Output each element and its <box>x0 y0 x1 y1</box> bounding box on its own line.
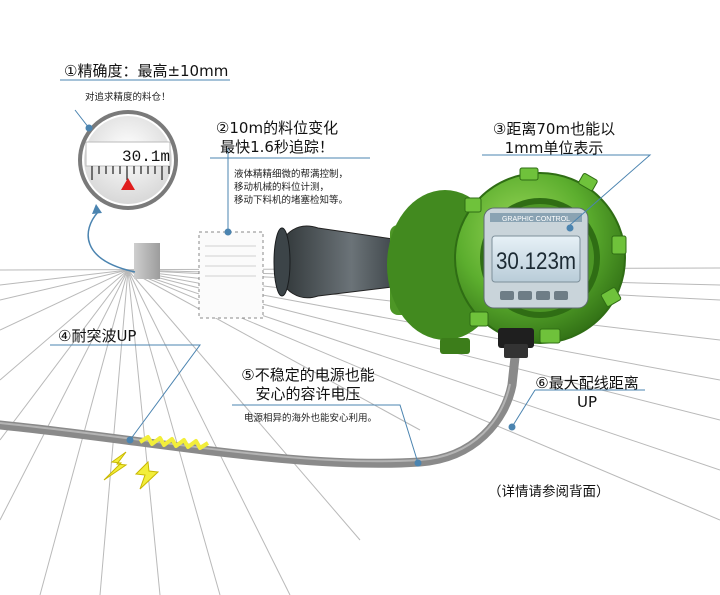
gauge-marker-icon <box>121 178 135 190</box>
leader-dots <box>85 124 574 467</box>
floor-line <box>127 269 291 595</box>
feature-tracking-desc-line3: 移动下料机的堵塞检知等。 <box>234 195 349 206</box>
feature-power-title-line1: ⑤不稳定的电源也能 <box>241 366 375 384</box>
floor-line <box>0 269 129 521</box>
feature-wiring-title: ⑥最大配线距离 UP <box>528 374 646 412</box>
floor-line <box>127 269 221 595</box>
feature-resolution-title-line2: 1mm单位表示 <box>504 139 604 157</box>
feature-tracking-desc: 液体精精细微的帮满控制， 移动机械的料位计测， 移动下料机的堵塞检知等。 <box>234 168 348 207</box>
accuracy-gauge: 30.1m <box>78 110 178 210</box>
feature-resolution-title-line1: ③距离70m也能以 <box>492 120 616 138</box>
feature-tracking-desc-line1: 液体精精细微的帮满控制， <box>234 169 349 180</box>
feature-tracking-title-line2: 最快1.6秒追踪！ <box>220 138 334 156</box>
signal-cable <box>0 343 521 468</box>
tracking-dashed-box <box>198 231 264 319</box>
floor-line <box>0 269 129 441</box>
footnote-text: （详情请参阅背面） <box>488 484 610 500</box>
magnify-arrow <box>87 211 136 273</box>
lcd-display: GRAPHIC CONTROL 30.123m <box>483 207 589 309</box>
feature-tracking-title: ②10m的料位变化 最快1.6秒追踪！ <box>212 119 342 157</box>
lcd-reading-text: 30.123m <box>496 248 576 275</box>
feature-accuracy-desc: 对追求精度的料仓！ <box>85 92 171 103</box>
surge-wave <box>138 435 210 450</box>
target-box <box>134 243 160 279</box>
perspective-floor-lines <box>0 267 720 595</box>
floor-line <box>0 269 129 301</box>
feature-tracking-title-line1: ②10m的料位变化 <box>215 119 339 137</box>
floor-line <box>0 269 129 331</box>
signal-cable-highlight <box>0 383 511 463</box>
gauge-reading-text: 30.1m <box>122 148 170 166</box>
feature-resolution-title: ③距离70m也能以 1mm单位表示 <box>486 120 622 158</box>
feature-power-title: ⑤不稳定的电源也能 安心的容许电压 <box>228 366 388 404</box>
horn-antenna <box>273 225 401 299</box>
feature-accuracy-title: ①精确度：最高±10mm <box>64 62 229 80</box>
feature-wiring-title-line1: ⑥最大配线距离 <box>535 374 639 392</box>
feature-noise-title: ④耐突波UP <box>58 327 137 345</box>
floor-line <box>127 269 161 595</box>
floor-line <box>127 269 421 431</box>
floor-line <box>0 269 129 286</box>
feature-power-title-line2: 安心的容许电压 <box>255 385 361 403</box>
feature-power-desc: 电源相异的海外也能安心利用。 <box>244 413 378 424</box>
feature-wiring-title-line2: UP <box>576 393 598 411</box>
feature-tracking-desc-line2: 移动机械的料位计测， <box>234 182 330 193</box>
floor-line <box>0 269 129 381</box>
lcd-header-text: GRAPHIC CONTROL <box>502 216 570 223</box>
leader-lines <box>50 79 652 464</box>
floor-line <box>99 269 129 595</box>
lightning-icon <box>103 451 160 490</box>
